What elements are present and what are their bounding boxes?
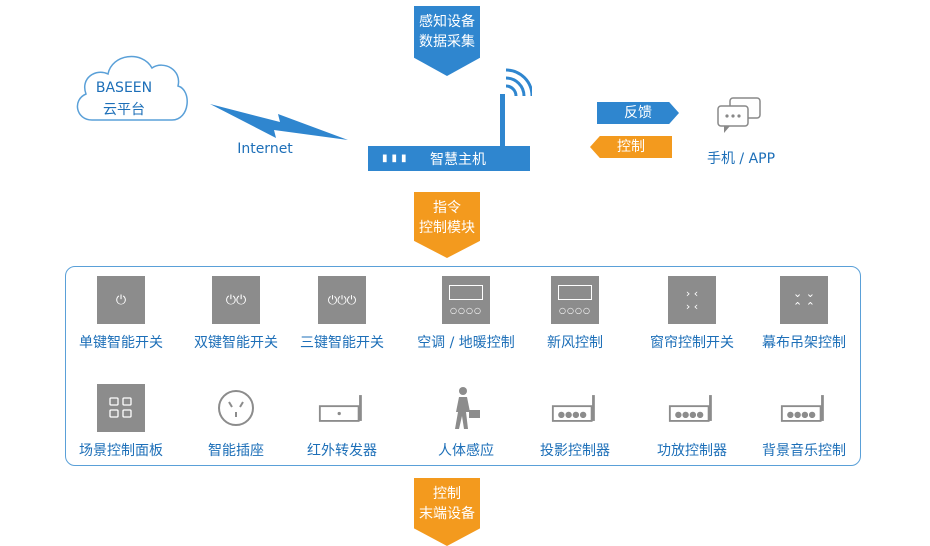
svg-text:●●●●: ●●●● <box>787 409 816 419</box>
feedback-arrow: 反馈 <box>597 102 679 124</box>
pennant-line-1: 控制 <box>433 486 461 502</box>
device-label: 背景音乐控制 <box>762 443 846 459</box>
device-ac-floor-heating: ○○○○ 空调 / 地暖控制 <box>406 276 526 352</box>
lift-glyph: ⌄ ⌄ ⌃ ⌃ <box>793 287 815 313</box>
device-single-key-switch: ⏻ 单键智能开关 <box>61 276 181 352</box>
svg-text:●●●●: ●●●● <box>675 409 704 419</box>
device-smart-socket: 智能插座 <box>176 384 296 460</box>
projector-controller-icon: ●●●● <box>551 384 599 432</box>
device-fresh-air: ○○○○ 新风控制 <box>515 276 635 352</box>
device-label: 单键智能开关 <box>79 335 163 351</box>
device-label: 窗帘控制开关 <box>650 335 734 351</box>
switch-glyph: ⏻ <box>115 292 127 308</box>
host-status-lights: ▮▮▮ <box>382 153 411 164</box>
switch-glyph: ⏻⏻⏻ <box>327 292 357 307</box>
command-control-module-pennant: 指令 控制模块 <box>414 192 480 258</box>
wifi-signal-icon <box>500 68 532 148</box>
device-projector-controller: ●●●● 投影控制器 <box>515 384 635 460</box>
device-double-key-switch: ⏻⏻ 双键智能开关 <box>176 276 296 352</box>
switch-glyph: ⏻⏻ <box>225 292 247 308</box>
svg-text:●●●●: ●●●● <box>558 409 587 419</box>
fresh-air-panel-icon: ○○○○ <box>551 276 599 324</box>
cloud-subtitle: 云平台 <box>103 102 145 118</box>
curtain-switch-icon: › ‹ › ‹ <box>668 276 716 324</box>
curtain-glyph: › ‹ › ‹ <box>685 287 699 313</box>
control-label: 控制 <box>617 139 645 155</box>
devices-frame <box>65 266 861 466</box>
host-label: 智慧主机 <box>430 152 486 168</box>
pennant-line-1: 感知设备 <box>419 14 475 30</box>
internet-lightning-icon <box>210 104 348 140</box>
device-amplifier-controller: ●●●● 功放控制器 <box>632 384 752 460</box>
ir-repeater-icon <box>318 384 366 432</box>
control-terminal-device-pennant: 控制 末端设备 <box>414 478 480 546</box>
device-label: 功放控制器 <box>657 443 727 459</box>
chat-bubbles-icon <box>717 97 761 133</box>
device-scene-panel: 场景控制面板 <box>61 384 181 460</box>
double-key-switch-icon: ⏻⏻ <box>212 276 260 324</box>
cloud-icon <box>76 55 188 121</box>
ac-panel-icon: ○○○○ <box>442 276 490 324</box>
scene-panel-icon <box>97 384 145 432</box>
device-label: 场景控制面板 <box>79 443 163 459</box>
screen-lift-icon: ⌄ ⌄ ⌃ ⌃ <box>780 276 828 324</box>
device-label: 红外转发器 <box>307 443 377 459</box>
device-label: 幕布吊架控制 <box>762 335 846 351</box>
pennant-line-2: 末端设备 <box>419 506 475 522</box>
amplifier-controller-icon: ●●●● <box>668 384 716 432</box>
device-label: 智能插座 <box>208 443 264 459</box>
device-screen-lift: ⌄ ⌄ ⌃ ⌃ 幕布吊架控制 <box>744 276 864 352</box>
motion-sensor-icon <box>442 384 490 432</box>
cloud-title: BASEEN <box>95 80 153 96</box>
device-label: 双键智能开关 <box>194 335 278 351</box>
pennant-line-1: 指令 <box>433 200 461 216</box>
device-label: 空调 / 地暖控制 <box>417 335 515 351</box>
triple-key-switch-icon: ⏻⏻⏻ <box>318 276 366 324</box>
device-music-controller: ●●●● 背景音乐控制 <box>744 384 864 460</box>
device-motion-sensor: 人体感应 <box>406 384 526 460</box>
feedback-label: 反馈 <box>624 105 652 121</box>
phone-app-label: 手机 / APP <box>706 151 776 167</box>
smart-socket-icon <box>212 384 260 432</box>
music-controller-icon: ●●●● <box>780 384 828 432</box>
device-ir-repeater: 红外转发器 <box>282 384 402 460</box>
device-triple-key-switch: ⏻⏻⏻ 三键智能开关 <box>282 276 402 352</box>
device-curtain-switch: › ‹ › ‹ 窗帘控制开关 <box>632 276 752 352</box>
device-label: 三键智能开关 <box>300 335 384 351</box>
pennant-line-2: 控制模块 <box>419 220 475 236</box>
control-arrow: 控制 <box>590 136 672 158</box>
device-label: 投影控制器 <box>540 443 610 459</box>
smart-host-box: ▮▮▮ 智慧主机 <box>368 146 530 171</box>
pennant-line-2: 数据采集 <box>419 34 475 50</box>
sensor-data-collection-pennant: 感知设备 数据采集 <box>414 6 480 76</box>
single-key-switch-icon: ⏻ <box>97 276 145 324</box>
device-label: 人体感应 <box>438 443 494 459</box>
device-label: 新风控制 <box>547 335 603 351</box>
internet-label: Internet <box>237 141 293 157</box>
